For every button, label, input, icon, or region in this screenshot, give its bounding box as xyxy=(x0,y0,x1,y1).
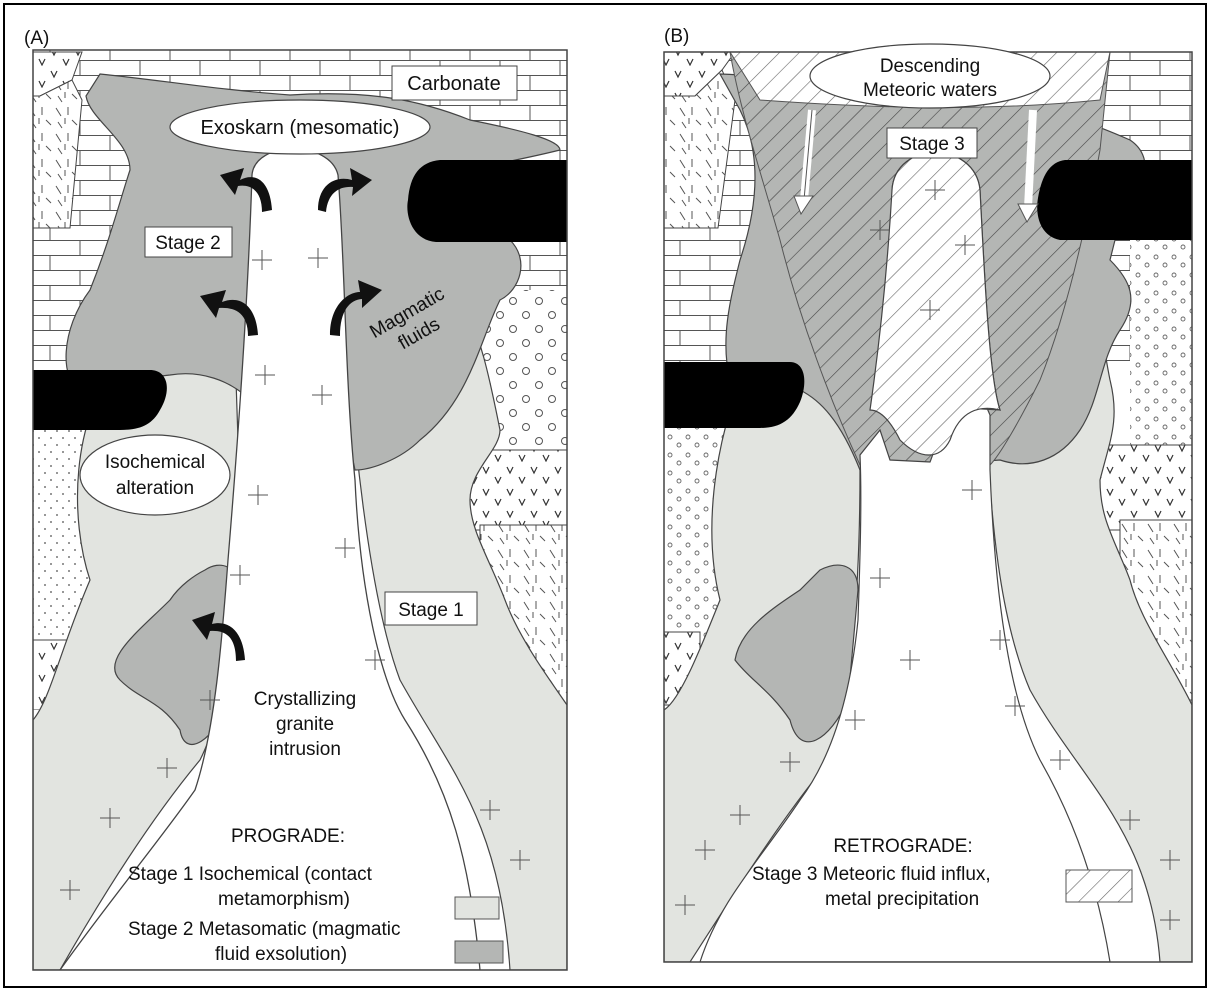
legend-stage2-swatch xyxy=(455,941,503,963)
panel-b-section xyxy=(664,52,1195,962)
descending-label-2: Meteoric waters xyxy=(863,80,997,101)
legend-stage3-swatch xyxy=(1066,870,1132,902)
isochemical-label-1: Isochemical xyxy=(105,452,205,473)
crystallizing-label-1: Crystallizing xyxy=(254,689,356,710)
stage3-label: Stage 3 xyxy=(899,134,965,155)
isochemical-label-2: alteration xyxy=(116,478,194,499)
legend-stage3-line1: Stage 3 Meteoric fluid influx, xyxy=(752,864,991,885)
retrograde-heading: RETROGRADE: xyxy=(833,836,972,857)
legend-stage1-line1: Stage 1 Isochemical (contact xyxy=(128,864,373,885)
crystallizing-label-2: granite xyxy=(276,714,334,735)
descending-label-1: Descending xyxy=(880,56,980,77)
legend-stage1-swatch xyxy=(455,897,499,919)
sill-left-b xyxy=(664,362,804,428)
legend-stage2-line2: fluid exsolution) xyxy=(215,944,347,965)
stage2-label: Stage 2 xyxy=(155,233,221,254)
sill-upper-right-b xyxy=(1037,160,1195,240)
sill-upper-right-a xyxy=(407,160,570,242)
legend-stage3-line2: metal precipitation xyxy=(825,889,979,910)
panel-a-tag: (A) xyxy=(24,28,49,49)
legend-stage2-line1: Stage 2 Metasomatic (magmatic xyxy=(128,919,400,940)
sill-left-a xyxy=(33,370,167,430)
exoskarn-label: Exoskarn (mesomatic) xyxy=(201,117,400,139)
isochemical-bubble xyxy=(80,435,230,515)
crystallizing-label-3: intrusion xyxy=(269,739,341,760)
panel-b-tag: (B) xyxy=(664,26,689,47)
prograde-heading: PROGRADE: xyxy=(231,826,345,847)
carbonate-label: Carbonate xyxy=(407,73,500,95)
stage1-label: Stage 1 xyxy=(398,600,464,621)
legend-stage1-line2: metamorphism) xyxy=(218,889,350,910)
